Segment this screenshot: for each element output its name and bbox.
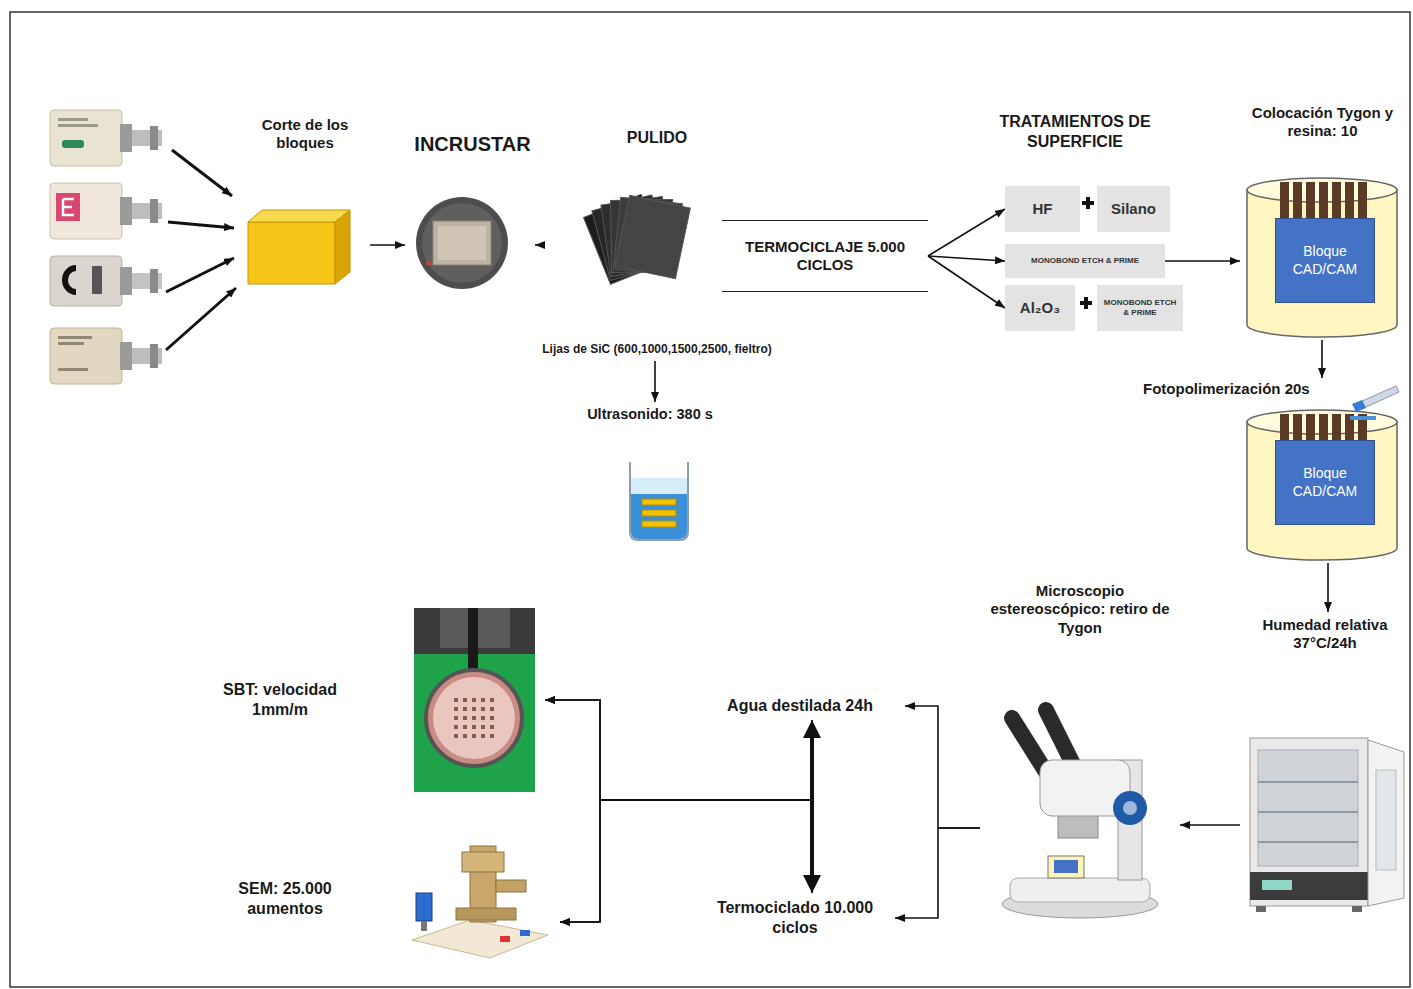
incubator: [1250, 738, 1404, 912]
step-label: SEM: 25.000 aumentos: [215, 879, 355, 918]
step-label: Lijas de SiC (600,1000,1500,2500, fieltr…: [542, 342, 771, 357]
cadcam-block-photo: [50, 183, 162, 239]
step-label: Colocación Tygon y resina: 10: [1240, 104, 1405, 141]
block-box: Bloque CAD/CAM: [1275, 440, 1375, 525]
step-label: PULIDO: [627, 128, 687, 148]
stereo-microscope: [1002, 710, 1158, 918]
flow-arrow: [654, 361, 656, 402]
process-band: TERMOCICLAJE 5.000 CICLOS: [722, 220, 928, 292]
step-label: Agua destilada 24h: [727, 696, 873, 716]
section-heading: TRATAMIENTOS DE SUPERFICIE: [975, 112, 1175, 151]
step-label: Microscopio estereoscópico: retiro de Ty…: [980, 582, 1180, 637]
condition-step: Agua destilada 24h: [695, 692, 905, 720]
flow-arrow: [928, 256, 1005, 261]
step-label: SBT: velocidad 1mm/m: [210, 680, 350, 719]
step-label: Bloque CAD/CAM: [1280, 243, 1370, 277]
flow-arrow: [535, 244, 540, 246]
cadcam-block-photo: [50, 328, 162, 384]
treatment-box: MONOBOND ETCH & PRIME: [1005, 244, 1165, 278]
treatment-box: Al₂O₃: [1005, 285, 1075, 331]
flow-arrow: [545, 700, 812, 800]
sandpaper-stack: [584, 194, 691, 284]
process-step: Microscopio estereoscópico: retiro de Ty…: [980, 578, 1180, 923]
flow-arrow: [1327, 563, 1329, 612]
tygon-cylinder: [1247, 178, 1397, 337]
step-label: Al₂O₃: [1020, 299, 1060, 317]
condition-step: Termociclado 10.000 ciclos: [695, 893, 895, 943]
flow-arrow: [1321, 340, 1323, 378]
step-label: Termociclado 10.000 ciclos: [695, 898, 895, 937]
step-label: INCRUSTAR: [414, 132, 530, 156]
cadcam-block-photo: [50, 256, 162, 306]
step-label: MONOBOND ETCH & PRIME: [1031, 256, 1139, 266]
step-label: MONOBOND ETCH & PRIME: [1101, 298, 1179, 318]
flow-arrow: [1165, 260, 1240, 262]
flow-arrow: [545, 700, 812, 893]
process-step: Corte de los bloques: [240, 112, 370, 287]
block-box: Bloque CAD/CAM: [1275, 218, 1375, 303]
treatment-box: MONOBOND ETCH & PRIME: [1097, 285, 1183, 331]
process-step: Humedad relativa 37°C/24h: [1240, 612, 1410, 917]
process-step: Fotopolimerización 20sBloque CAD/CAM: [1140, 378, 1405, 563]
flow-arrow: [895, 828, 980, 918]
pointer-arrows: [166, 150, 236, 350]
flow-arrow: [560, 720, 812, 922]
cut-block-cube: [248, 210, 350, 284]
step-label: Ultrasonido: 380 s: [587, 406, 713, 424]
flow-arrow: [1180, 824, 1240, 826]
sbt-test-photo: [414, 608, 535, 792]
process-step: Colocación Tygon y resina: 10 Bloque CAD/…: [1240, 100, 1405, 340]
flow-arrow: [928, 256, 1005, 308]
test-step: SEM: 25.000 aumentos: [215, 838, 560, 960]
step-label: HF: [1033, 200, 1053, 218]
flow-arrow: [370, 244, 405, 246]
step-label: Fotopolimerización 20s: [1143, 380, 1310, 398]
cadcam-block-photo: [50, 110, 162, 166]
tygon-cylinder: [1247, 410, 1397, 560]
test-step: SBT: velocidad 1mm/m: [210, 605, 545, 795]
step-label: TERMOCICLAJE 5.000 CICLOS: [732, 238, 918, 275]
sem-microscope: [412, 846, 548, 958]
curing-light: [1352, 386, 1399, 412]
flow-arrow: [928, 209, 1005, 256]
step-label: Silano: [1111, 200, 1156, 218]
flow-arrow: [905, 706, 980, 828]
step-label: Humedad relativa 37°C/24h: [1240, 616, 1410, 653]
step-label: Corte de los bloques: [240, 116, 370, 153]
step-label: Bloque CAD/CAM: [1280, 465, 1370, 499]
process-step: INCRUSTAR: [405, 128, 540, 293]
ultrasonic-beaker: [630, 462, 688, 540]
embedded-disc: [416, 197, 508, 289]
treatment-box: HF: [1005, 186, 1080, 232]
process-step: PULIDO Lijas de SiC (600,1000,1500,2500, …: [535, 126, 779, 361]
process-step: Ultrasonido: 380 s: [560, 402, 740, 542]
treatment-box: Silano: [1097, 186, 1170, 232]
frame: [10, 12, 1410, 987]
